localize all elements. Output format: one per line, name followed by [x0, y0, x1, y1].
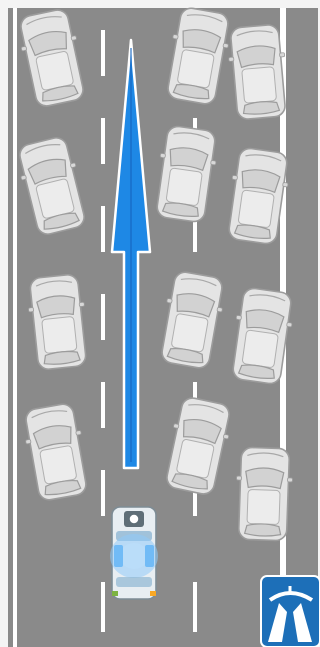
traffic-car — [234, 447, 293, 541]
left-edge-line — [13, 8, 17, 647]
ego-vehicle — [110, 507, 158, 599]
motorway-sign-icon — [261, 576, 320, 647]
